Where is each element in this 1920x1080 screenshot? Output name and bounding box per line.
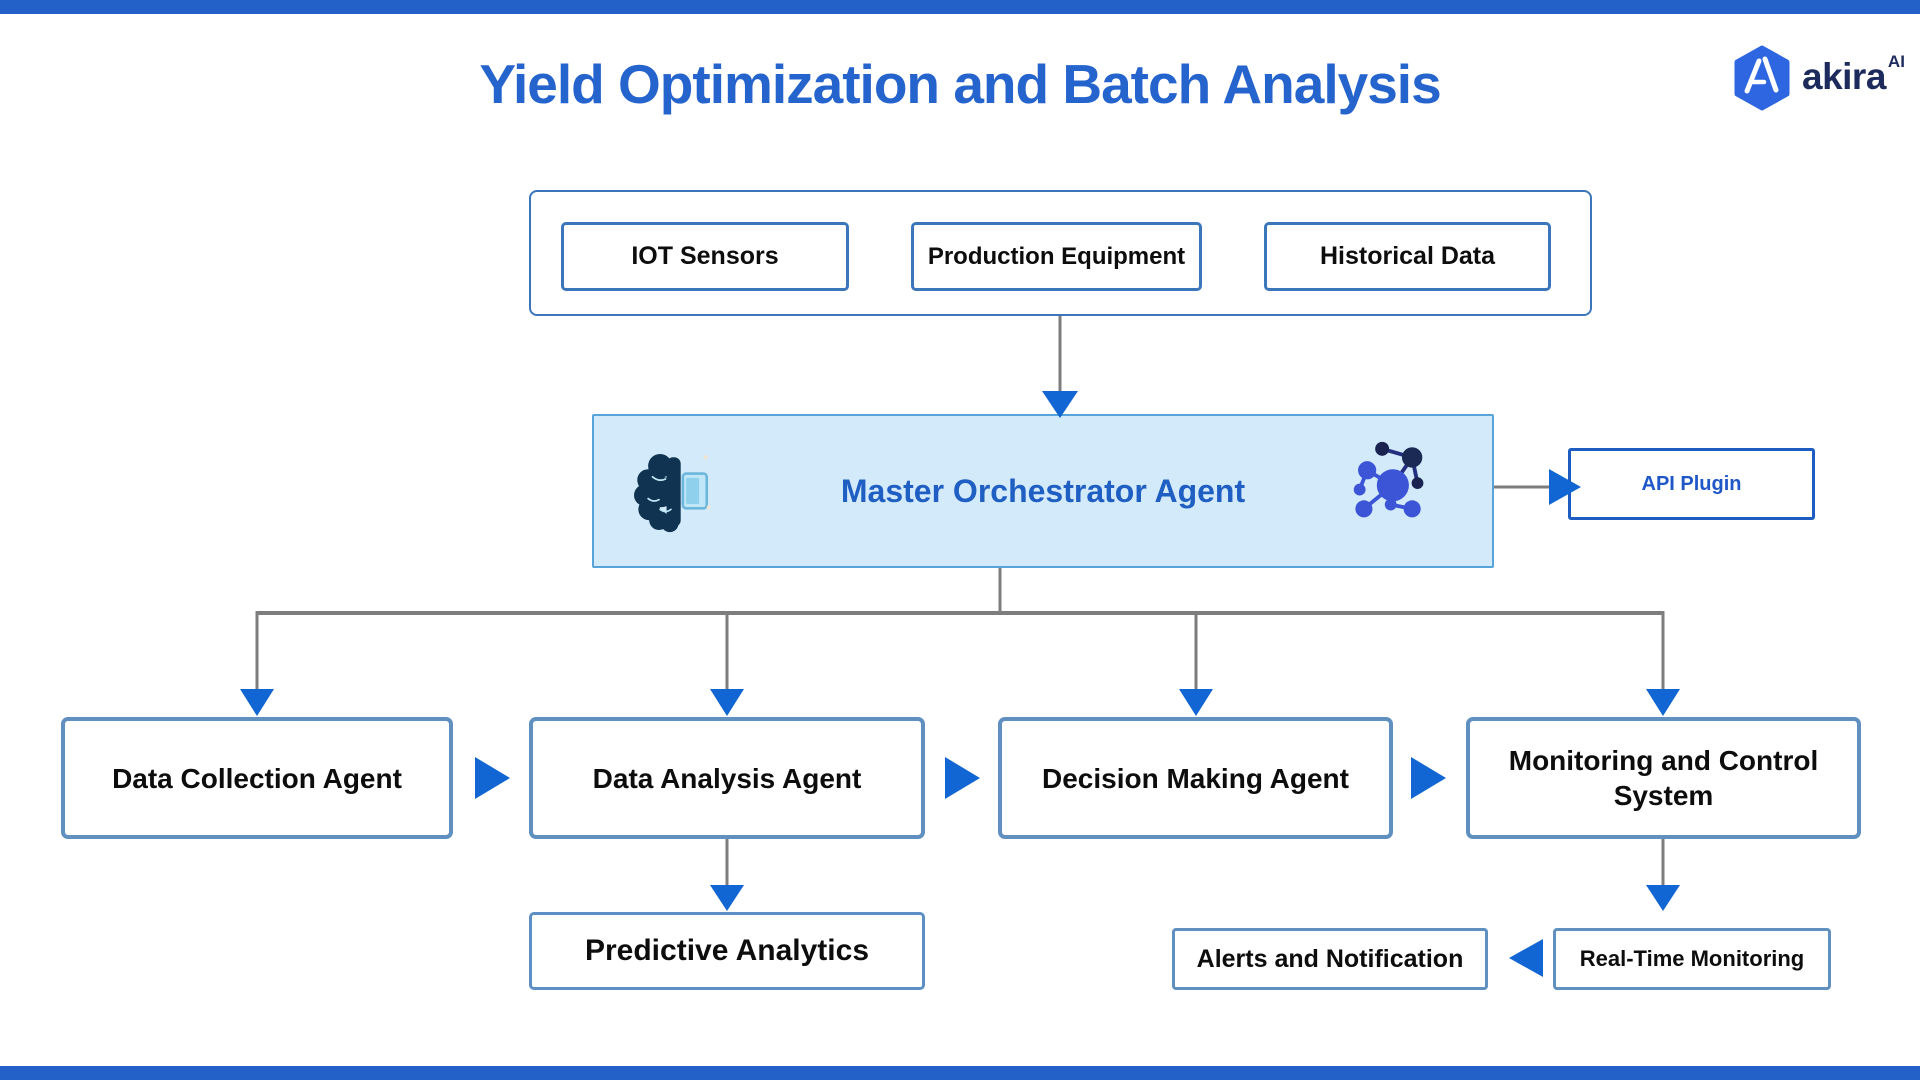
arrow-agent1-to-agent2: [475, 757, 510, 799]
node-production-equipment: Production Equipment: [911, 222, 1202, 291]
brand-name: akira: [1802, 56, 1886, 97]
arrowhead-into-realtime: [1646, 885, 1680, 911]
node-label: Predictive Analytics: [584, 934, 870, 967]
node-label: Decision Making Agent: [1041, 762, 1349, 794]
arrowhead-into-agent-1: [240, 689, 274, 716]
node-monitoring-control-system: Monitoring and Control System: [1466, 717, 1861, 839]
node-master-orchestrator: Master Orchestrator Agent: [592, 414, 1494, 568]
arrow-realtime-to-alerts: [1509, 939, 1543, 977]
arrowhead-into-agent-2: [710, 689, 744, 716]
page-title: Yield Optimization and Batch Analysis: [479, 53, 1441, 115]
node-historical-data: Historical Data: [1264, 222, 1551, 291]
arrowhead-into-agent-4: [1646, 689, 1680, 716]
node-label: Data Analysis Agent: [592, 762, 862, 794]
arrow-agent3-to-agent4: [1411, 757, 1446, 799]
network-nodes-icon: [1350, 436, 1440, 534]
arrowhead-into-predictive: [710, 885, 744, 911]
node-label: Monitoring and Control System: [1508, 745, 1819, 811]
node-realtime-monitoring: Real-Time Monitoring: [1553, 928, 1831, 990]
node-label: Historical Data: [1319, 242, 1496, 270]
node-predictive-analytics: Predictive Analytics: [529, 912, 925, 990]
brain-chip-icon: [634, 444, 712, 548]
node-iot-sensors: IOT Sensors: [561, 222, 849, 291]
node-data-analysis-agent: Data Analysis Agent: [529, 717, 925, 839]
node-label: Master Orchestrator Agent: [840, 472, 1246, 509]
node-decision-making-agent: Decision Making Agent: [998, 717, 1393, 839]
brand-logo: akira AI: [1730, 44, 1905, 117]
top-accent-bar: [0, 0, 1920, 14]
node-label: IOT Sensors: [631, 242, 779, 270]
node-label: API Plugin: [1641, 472, 1742, 495]
node-api-plugin: API Plugin: [1568, 448, 1815, 520]
hexagon-a-icon: [1730, 44, 1794, 117]
node-label: Production Equipment: [927, 242, 1186, 270]
bottom-accent-bar: [0, 1066, 1920, 1080]
arrow-agent2-to-agent3: [945, 757, 980, 799]
node-alerts-notification: Alerts and Notification: [1172, 928, 1488, 990]
brand-suffix: AI: [1887, 52, 1905, 71]
node-label: Data Collection Agent: [112, 762, 402, 794]
node-data-collection-agent: Data Collection Agent: [61, 717, 453, 839]
node-label: Real-Time Monitoring: [1579, 946, 1805, 971]
arrowhead-into-agent-3: [1179, 689, 1213, 716]
node-label: Alerts and Notification: [1196, 944, 1464, 973]
